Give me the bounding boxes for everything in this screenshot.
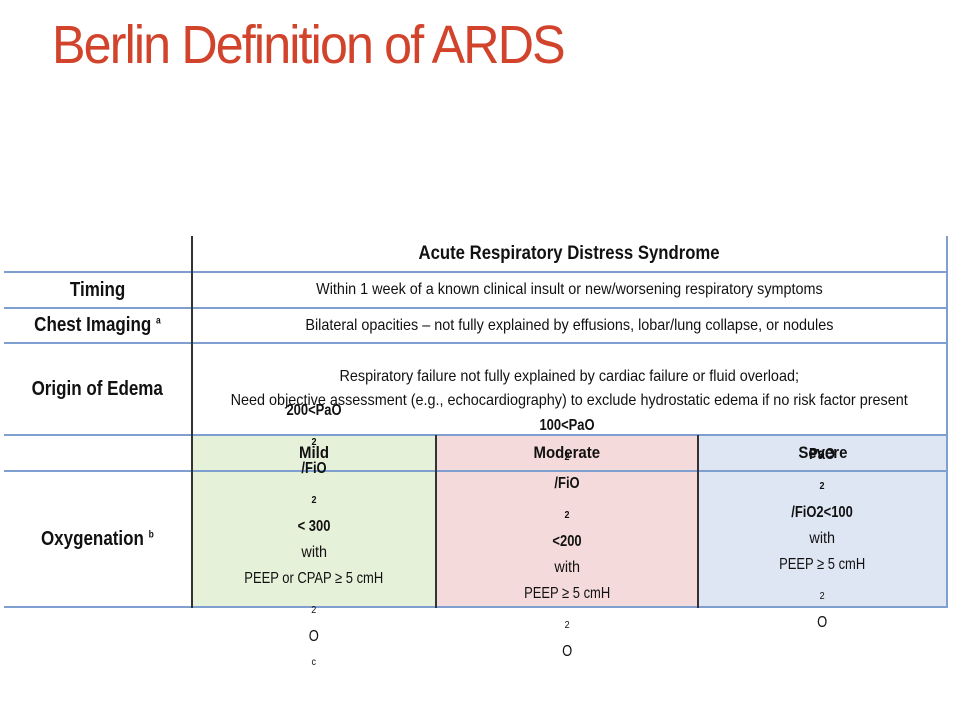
timing-label: Timing [69,278,126,301]
moderate-header-cell: Moderate [437,436,697,470]
slide-title: Berlin Definition of ARDS [52,15,566,75]
severe-header-cell: Severe [699,436,946,470]
severe-header: Severe [797,443,848,462]
moderate-with: with [554,559,580,577]
oxygenation-label-cell: Oxygenation b [4,472,191,606]
timing-label-cell: Timing [4,273,191,307]
mild-header-cell: Mild [193,436,435,470]
edema-label-cell: Origin of Edema [4,344,191,434]
timing-value-cell: Within 1 week of a known clinical insult… [193,273,946,307]
edema-value-line1: Respiratory failure not fully explained … [339,368,800,385]
moderate-shading [436,435,698,608]
footnote-c: c [311,657,317,669]
edema-label: Origin of Edema [31,377,164,400]
rule-header-bottom [4,271,948,273]
chest-imaging-value: Bilateral opacities – not fully explaine… [305,316,834,334]
moderate-header: Moderate [533,443,601,462]
edema-value-cell: Respiratory failure not fully explained … [193,344,946,434]
rule-imaging-bottom [4,342,948,344]
severe-with: with [809,530,836,547]
timing-value: Within 1 week of a known clinical insult… [316,281,823,298]
rule-timing-bottom [4,307,948,309]
edema-value-line2: Need objective assessment (e.g., echocar… [230,392,909,409]
rule-table-bottom [4,606,948,608]
rule-label-column [191,236,193,608]
rule-edema-bottom [4,434,948,436]
mild-shading [193,435,436,608]
table-header: Acute Respiratory Distress Syndrome [418,242,721,264]
chest-imaging-label-cell: Chest Imaging a [4,309,191,342]
mild-with: with [301,543,327,561]
oxygenation-label: Oxygenation b [41,527,154,550]
chest-imaging-label: Chest Imaging a [34,314,161,336]
chest-imaging-value-cell: Bilateral opacities – not fully explaine… [193,309,946,342]
rule-table-right [946,236,948,608]
footnote-b: b [148,528,154,540]
rule-severity-bottom [4,470,948,472]
rule-mild-moderate [435,435,437,608]
footnote-a: a [156,315,161,327]
severe-shading [698,435,948,608]
rule-moderate-severe [697,435,699,608]
mild-header: Mild [299,443,329,462]
table-header-cell: Acute Respiratory Distress Syndrome [193,236,946,271]
